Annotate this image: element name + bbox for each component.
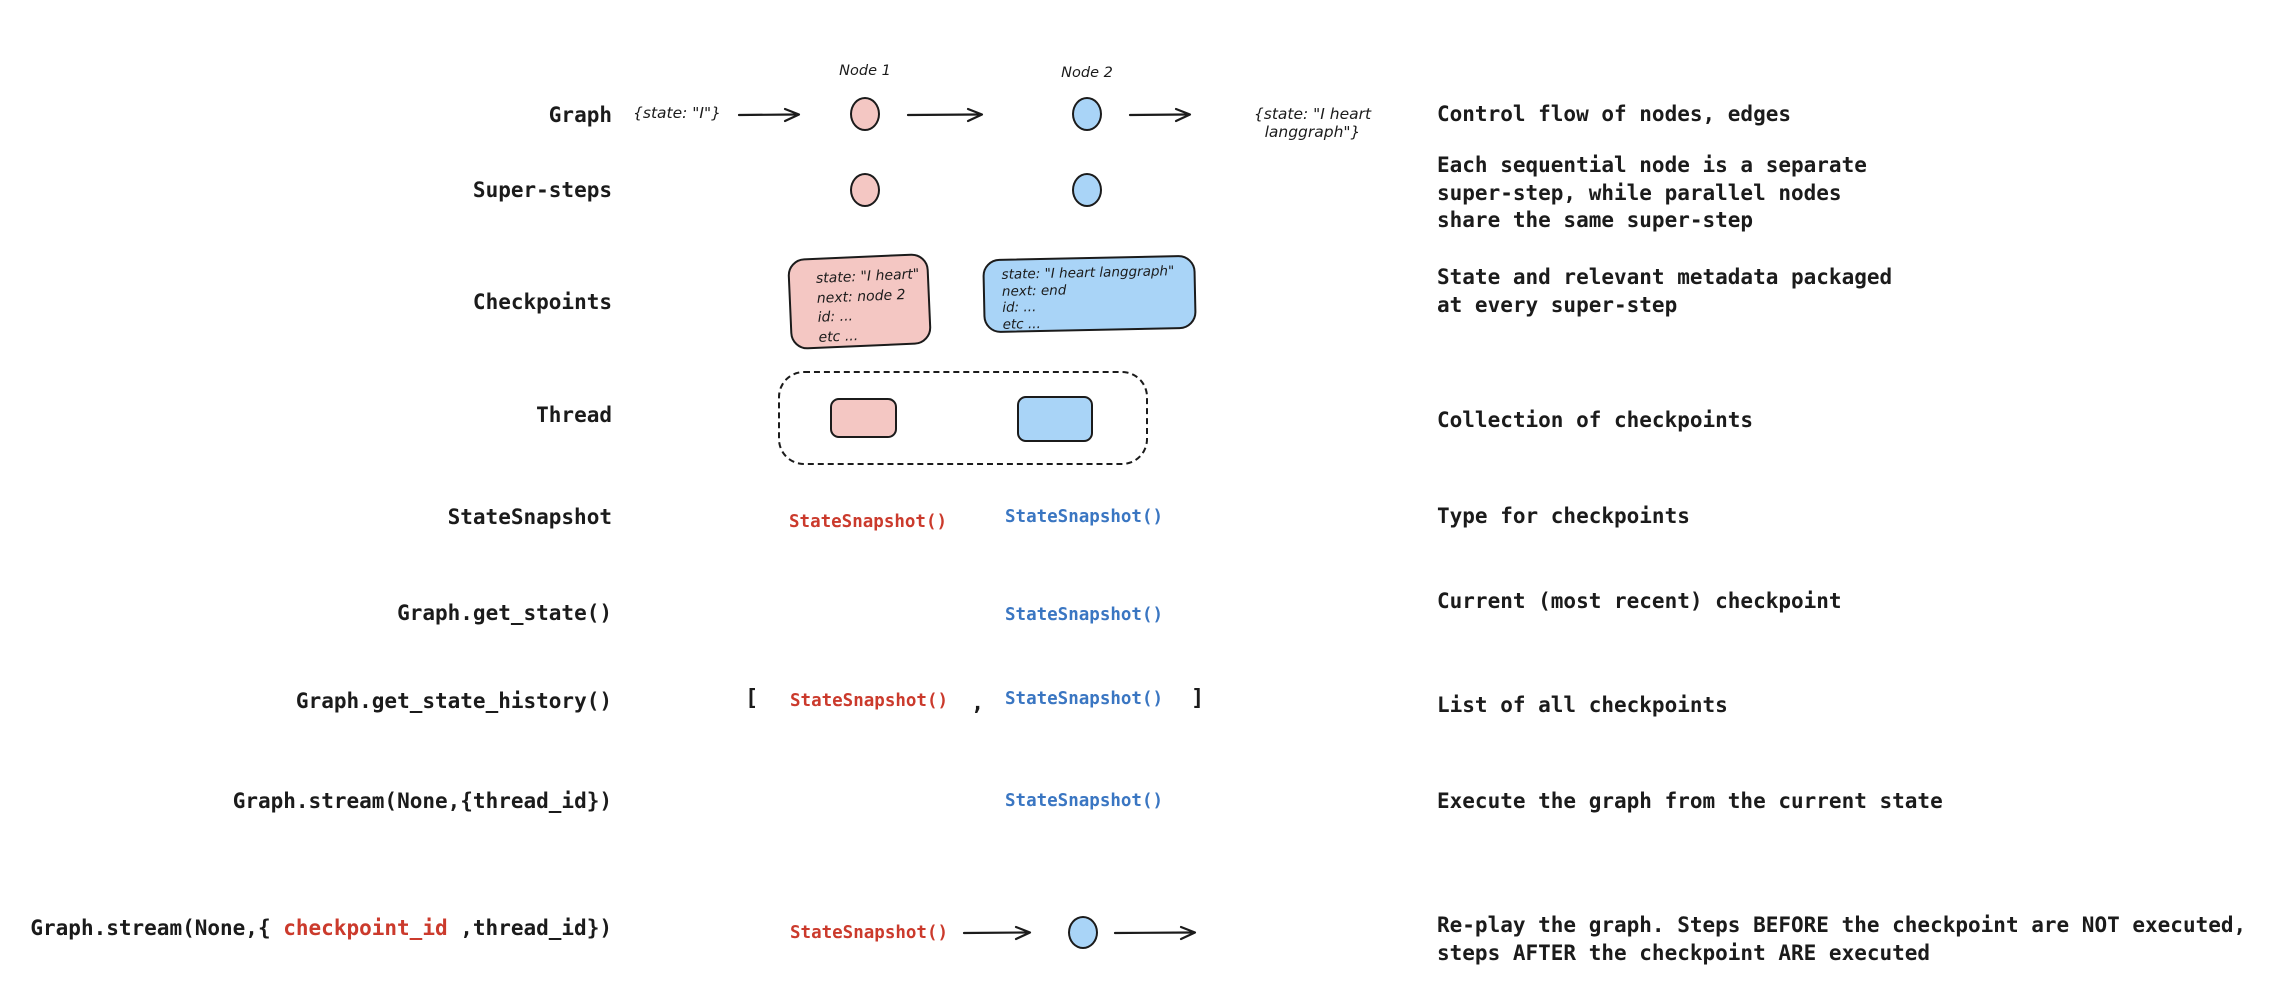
description-super-steps: Each sequential node is a separate super… bbox=[1437, 153, 1867, 232]
row-label-graph: Graph bbox=[548, 103, 612, 127]
description-stream-thread: Execute the graph from the current state bbox=[1437, 789, 1943, 813]
super-step-circle-blue bbox=[1072, 173, 1102, 207]
arrow-icon bbox=[737, 106, 803, 124]
stream-thread-result-call: StateSnapshot() bbox=[1005, 791, 1164, 811]
row-label-stream-checkpoint: Graph.stream(None,{ checkpoint_id ,threa… bbox=[0, 914, 612, 942]
history-list-comma: , bbox=[971, 691, 985, 716]
description-graph: Control flow of nodes, edges bbox=[1437, 102, 1792, 126]
description-get-state: Current (most recent) checkpoint bbox=[1437, 589, 1842, 613]
history-list-close-bracket: ] bbox=[1191, 686, 1205, 711]
statesnapshot-call-red: StateSnapshot() bbox=[789, 512, 948, 532]
row-label-statesnapshot: StateSnapshot bbox=[447, 505, 612, 529]
thread-dashed-box bbox=[778, 371, 1148, 465]
history-call-red: StateSnapshot() bbox=[790, 691, 949, 711]
stream-checkpoint-call-red: StateSnapshot() bbox=[790, 923, 949, 943]
checkpoint-box-blue-text: state: "I heart langgraph" next: end id:… bbox=[1001, 263, 1175, 333]
row-label-checkpoints: Checkpoints bbox=[472, 290, 612, 314]
description-stream-checkpoint: Re-play the graph. Steps BEFORE the chec… bbox=[1437, 913, 2247, 965]
checkpoint-box-pink-text: state: "I heart" next: node 2 id: ... et… bbox=[815, 266, 920, 346]
history-list-open-bracket: [ bbox=[745, 686, 759, 711]
row-label-get-state-history: Graph.get_state_history() bbox=[295, 689, 612, 713]
checkpoint-box-pink: state: "I heart" next: node 2 id: ... et… bbox=[787, 252, 932, 351]
arrow-icon bbox=[1128, 106, 1194, 124]
graph-output-state-text: {state: "I heart langgraph"} bbox=[1253, 105, 1372, 141]
history-call-blue: StateSnapshot() bbox=[1005, 689, 1164, 709]
arrow-icon bbox=[962, 924, 1034, 942]
checkpoint-box-blue: state: "I heart langgraph" next: end id:… bbox=[982, 254, 1197, 334]
stream-checkpoint-label-highlight: checkpoint_id bbox=[283, 916, 448, 940]
node-2-circle bbox=[1072, 97, 1102, 131]
description-thread: Collection of checkpoints bbox=[1437, 408, 1754, 432]
arrow-icon bbox=[906, 106, 986, 124]
get-state-result-call: StateSnapshot() bbox=[1005, 605, 1164, 625]
row-label-stream-thread: Graph.stream(None,{thread_id}) bbox=[232, 789, 612, 813]
description-get-state-history: List of all checkpoints bbox=[1437, 693, 1728, 717]
thread-checkpoint-blue bbox=[1017, 396, 1093, 442]
description-checkpoints: State and relevant metadata packaged at … bbox=[1437, 265, 1893, 317]
node-1-circle bbox=[850, 97, 880, 131]
row-label-get-state: Graph.get_state() bbox=[397, 601, 612, 625]
statesnapshot-call-blue: StateSnapshot() bbox=[1005, 507, 1164, 527]
description-statesnapshot: Type for checkpoints bbox=[1437, 504, 1690, 528]
replay-node-circle bbox=[1068, 916, 1098, 949]
row-label-thread: Thread bbox=[536, 403, 612, 427]
stream-checkpoint-label-suffix: ,thread_id}) bbox=[447, 916, 612, 940]
row-label-super-steps: Super-steps bbox=[472, 178, 612, 202]
node-2-label: Node 2 bbox=[1061, 65, 1113, 81]
super-step-circle-pink bbox=[850, 173, 880, 207]
thread-checkpoint-pink bbox=[830, 398, 897, 438]
node-1-label: Node 1 bbox=[839, 63, 891, 79]
arrow-icon bbox=[1113, 924, 1199, 942]
stream-checkpoint-label-prefix: Graph.stream(None,{ bbox=[30, 916, 284, 940]
graph-input-state-text: {state: "I"} bbox=[633, 104, 721, 122]
